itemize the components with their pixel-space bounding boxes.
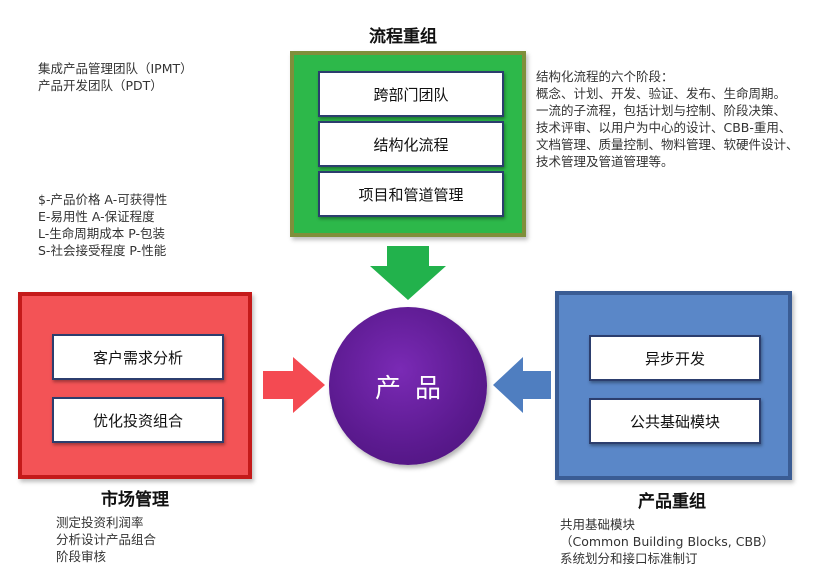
- team-note-line: 产品开发团队（PDT）: [38, 78, 163, 93]
- product-restructure-note-line: 系统划分和接口标准制订: [560, 551, 698, 566]
- product-restructure-title: 产品重组: [638, 492, 706, 512]
- apples-note-line: E-易用性 A-保证程度: [38, 209, 155, 224]
- down-arrow: [370, 246, 446, 300]
- team-note: 集成产品管理团队（IPMT） 产品开发团队（PDT）: [38, 60, 193, 94]
- team-note-line: 集成产品管理团队（IPMT）: [38, 61, 193, 76]
- product-restructure-note-line: （Common Building Blocks, CBB）: [560, 534, 775, 549]
- process-box-pipeline-mgmt: 项目和管道管理: [318, 171, 504, 217]
- process-note-line: 文档管理、质量控制、物料管理、软硬件设计、: [536, 137, 799, 152]
- process-note-line: 概念、计划、开发、验证、发布、生命周期。: [536, 86, 787, 101]
- market-note-line: 分析设计产品组合: [56, 532, 157, 547]
- process-note-line: 技术评审、以用户为中心的设计、CBB-重用、: [536, 120, 792, 135]
- process-title: 流程重组: [369, 27, 437, 47]
- process-note-line: 一流的子流程，包括计划与控制、阶段决策、: [536, 103, 787, 118]
- apples-note: $-产品价格 A-可获得性 E-易用性 A-保证程度 L-生命周期成本 P-包装…: [38, 191, 167, 259]
- market-box-portfolio: 优化投资组合: [52, 397, 224, 443]
- market-box-customer-needs: 客户需求分析: [52, 334, 224, 380]
- right-arrow: [263, 357, 325, 413]
- product-restructure-note: 共用基础模块 （Common Building Blocks, CBB） 系统划…: [560, 516, 774, 567]
- product-circle: 产品: [329, 307, 487, 465]
- process-note: 结构化流程的六个阶段： 概念、计划、开发、验证、发布、生命周期。 一流的子流程，…: [536, 68, 799, 170]
- process-note-line: 技术管理及管道管理等。: [536, 154, 674, 169]
- market-note-line: 阶段审核: [56, 549, 107, 564]
- market-note-line: 测定投资利润率: [56, 515, 144, 530]
- product-box-cbb: 公共基础模块: [589, 398, 761, 444]
- process-block: 跨部门团队 结构化流程 项目和管道管理: [290, 51, 526, 237]
- market-title: 市场管理: [101, 490, 169, 510]
- process-note-line: 结构化流程的六个阶段：: [536, 69, 674, 84]
- left-arrow: [493, 357, 551, 413]
- product-label: 产品: [374, 373, 455, 404]
- product-box-async-dev: 异步开发: [589, 335, 761, 381]
- process-box-cross-team: 跨部门团队: [318, 71, 504, 117]
- product-restructure-note-line: 共用基础模块: [560, 517, 636, 532]
- product-restructure-block: 异步开发 公共基础模块: [555, 291, 792, 480]
- market-block: 客户需求分析 优化投资组合: [18, 292, 252, 479]
- apples-note-line: $-产品价格 A-可获得性: [38, 192, 168, 207]
- market-note: 测定投资利润率 分析设计产品组合 阶段审核: [56, 514, 156, 565]
- process-box-structured-flow: 结构化流程: [318, 121, 504, 167]
- apples-note-line: L-生命周期成本 P-包装: [38, 226, 166, 241]
- apples-note-line: S-社会接受程度 P-性能: [38, 243, 167, 258]
